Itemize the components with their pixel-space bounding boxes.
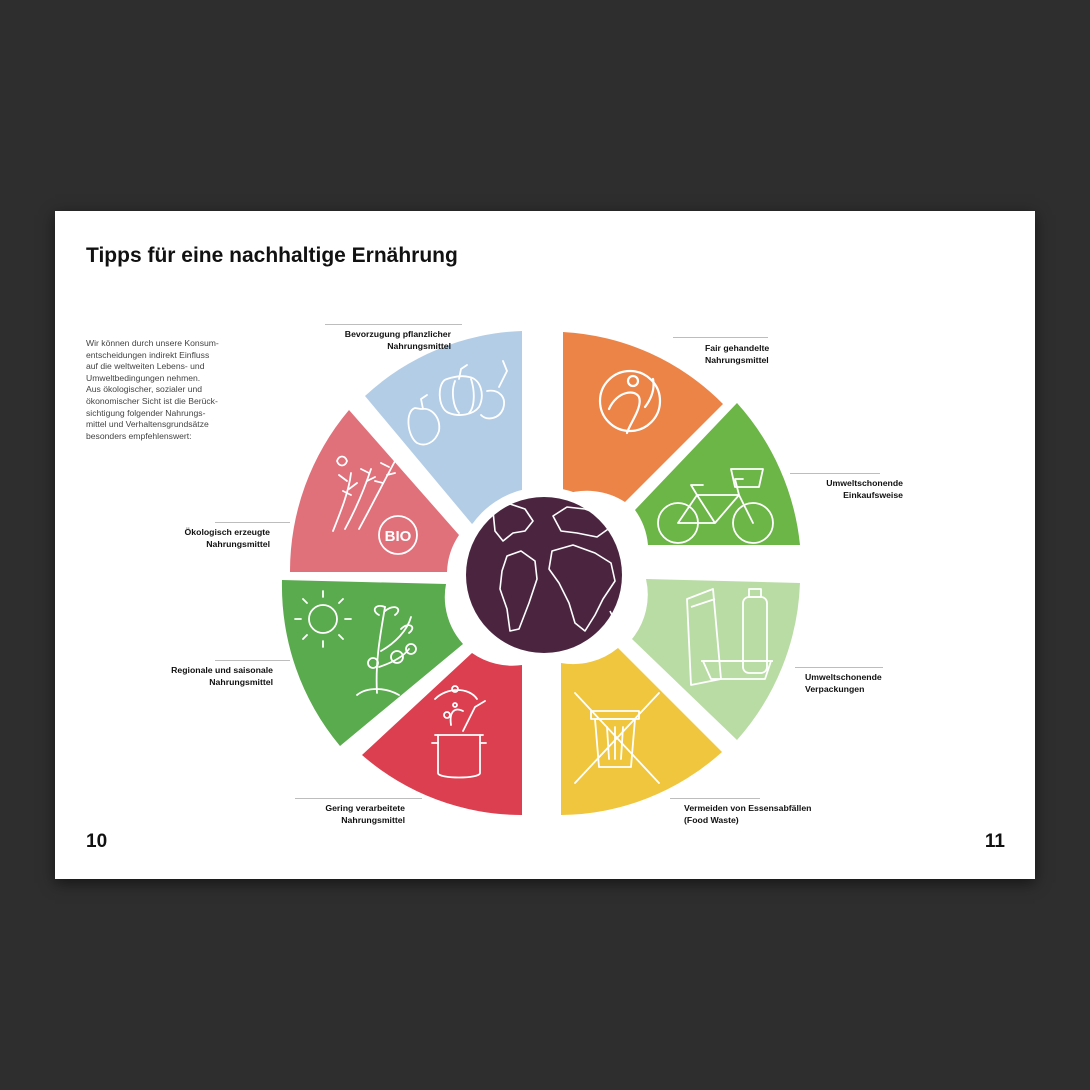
pepper-pumpkin-icon — [407, 360, 508, 446]
label-rule-organic — [215, 522, 290, 523]
label-fair-trade: Fair gehandelte Nahrungsmittel — [705, 343, 770, 365]
wheat-bio-icon — [332, 455, 418, 555]
label-shopping: Umweltschonende Einkaufsweise — [826, 478, 903, 500]
label-rule-shopping — [790, 473, 880, 474]
packaging-icon — [686, 588, 773, 686]
label-processed: Gering verarbeitete Nahrungsmittel — [325, 803, 405, 825]
sun-tomato-plant-icon — [294, 590, 417, 696]
fairtrade-icon — [598, 369, 662, 435]
bio-badge-text: BIO — [385, 528, 412, 545]
globe-icon — [466, 497, 622, 653]
segment-food-waste — [561, 648, 722, 815]
label-rule-packaging — [795, 667, 883, 668]
crossed-bin-icon — [574, 692, 660, 784]
label-regional: Regionale und saisonale Nahrungsmittel — [171, 665, 273, 687]
cooking-pot-icon — [431, 685, 487, 779]
label-food-waste: Vermeiden von Essensabfällen (Food Waste… — [684, 803, 812, 825]
segment-fair-trade — [563, 332, 723, 502]
page-title: Tipps für eine nachhaltige Ernährung — [86, 244, 458, 267]
segment-shopping — [635, 403, 800, 545]
page-number-left: 10 — [86, 831, 108, 852]
label-rule-fair-trade — [673, 337, 768, 338]
segment-processed — [362, 653, 522, 816]
label-plant-based: Bevorzugung pflanzlicher Nahrungsmittel — [344, 329, 451, 351]
sustainability-wheel: BIO — [281, 331, 800, 816]
label-rule-regional — [215, 660, 290, 661]
label-organic: Ökologisch erzeugte Nahrungsmittel — [184, 527, 270, 549]
brochure-spread: Tipps für eine nachhaltige Ernährung Wir… — [55, 211, 1035, 879]
label-packaging: Umweltschonende Verpackungen — [805, 672, 882, 694]
segment-packaging — [632, 579, 800, 740]
label-rule-food-waste — [670, 798, 760, 799]
label-rule-processed — [295, 798, 422, 799]
page-number-right: 11 — [984, 831, 1005, 852]
segment-regional — [281, 580, 463, 746]
label-rule-plant-based — [325, 324, 462, 325]
bicycle-icon — [657, 468, 774, 544]
globe-continents — [492, 503, 636, 632]
intro-text: Wir können durch unsere Konsum- entschei… — [86, 338, 219, 441]
segment-plant-based — [365, 331, 522, 524]
